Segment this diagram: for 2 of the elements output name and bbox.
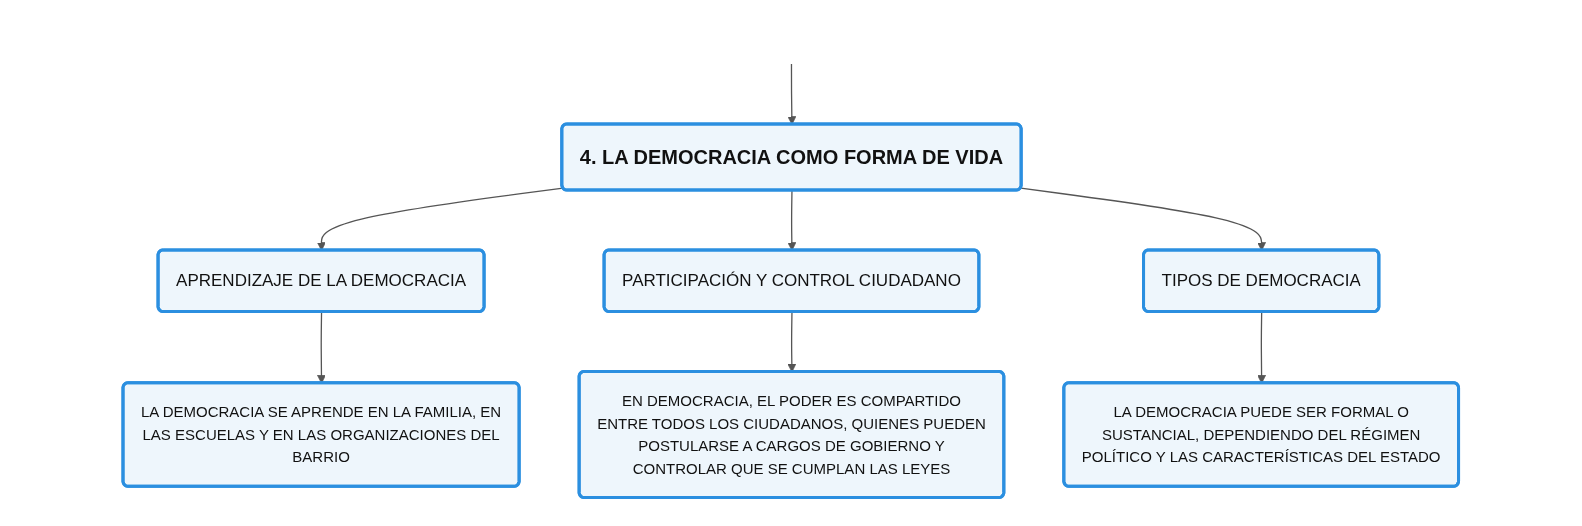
arrow [1257, 311, 1267, 384]
arrow [317, 311, 327, 384]
